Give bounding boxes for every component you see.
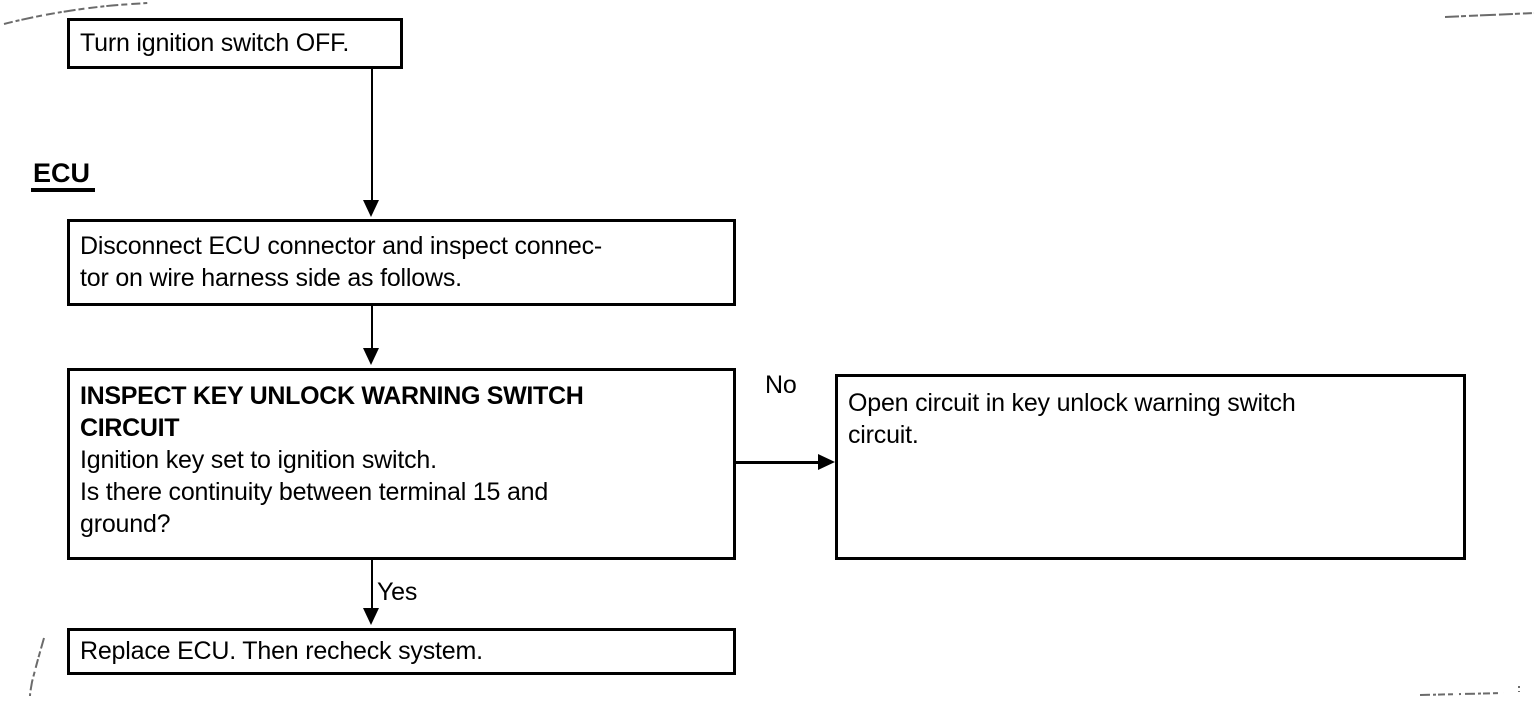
connector-line-2 bbox=[371, 306, 373, 350]
branch-label-no: No bbox=[765, 371, 797, 399]
branch-label-yes: Yes bbox=[377, 578, 418, 606]
scan-artifact-top-right bbox=[1444, 12, 1535, 18]
connector-arrow-right-no-branch bbox=[818, 454, 835, 470]
connector-line-no-branch bbox=[736, 461, 822, 464]
connector-arrow-down-1 bbox=[363, 200, 379, 217]
connector-arrow-down-2 bbox=[363, 348, 379, 365]
scan-artifact-bottom-right bbox=[1419, 686, 1520, 696]
result-box-replace-ecu: Replace ECU. Then recheck system. bbox=[67, 628, 736, 675]
section-label-underline bbox=[31, 188, 95, 192]
scan-artifact-bottom-left bbox=[29, 637, 45, 697]
step-box-disconnect-ecu-connector-text: Disconnect ECU connector and inspect con… bbox=[80, 232, 603, 292]
section-label-ecu: ECU bbox=[33, 158, 91, 188]
result-box-open-circuit-text: Open circuit in key unlock warning switc… bbox=[848, 389, 1296, 449]
result-box-replace-ecu-text: Replace ECU. Then recheck system. bbox=[80, 637, 483, 665]
result-box-open-circuit: Open circuit in key unlock warning switc… bbox=[835, 374, 1466, 560]
connector-line-yes-branch bbox=[371, 560, 373, 612]
decision-box-body: Ignition key set to ignition switch. Is … bbox=[80, 446, 549, 538]
connector-line-1 bbox=[371, 69, 373, 202]
step-box-disconnect-ecu-connector: Disconnect ECU connector and inspect con… bbox=[67, 219, 736, 306]
decision-box-inspect-key-unlock-warning-switch-circuit: INSPECT KEY UNLOCK WARNING SWITCH CIRCUI… bbox=[67, 368, 736, 560]
connector-arrow-down-yes-branch bbox=[363, 608, 379, 625]
step-box-turn-ignition-off-text: Turn ignition switch OFF. bbox=[80, 29, 350, 57]
step-box-turn-ignition-off: Turn ignition switch OFF. bbox=[67, 18, 403, 69]
decision-box-heading: INSPECT KEY UNLOCK WARNING SWITCH CIRCUI… bbox=[80, 382, 584, 442]
